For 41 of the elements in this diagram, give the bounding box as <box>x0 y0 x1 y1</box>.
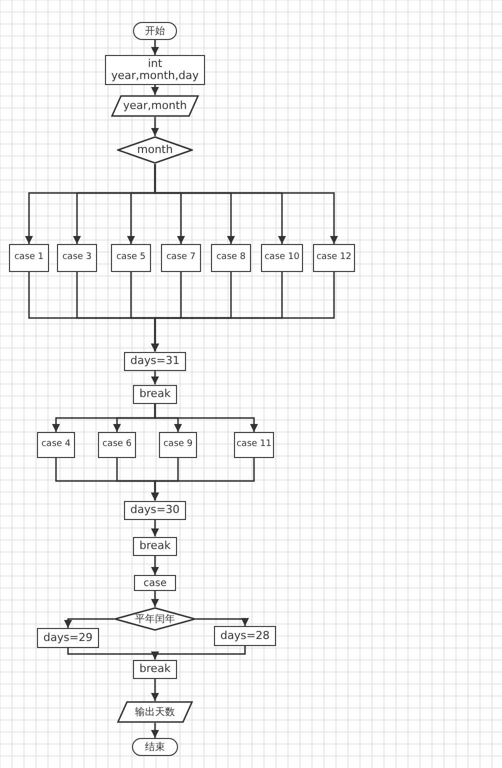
process-box: case 9 <box>159 432 197 458</box>
process-box: break <box>133 536 177 556</box>
process-box: case <box>134 575 176 591</box>
arrow <box>151 117 159 136</box>
arrow <box>151 678 159 701</box>
arrow <box>151 458 255 500</box>
process-box: case 11 <box>234 432 274 458</box>
terminal-box: 结束 <box>132 738 178 756</box>
arrow <box>151 556 159 575</box>
process-box: days=28 <box>214 626 276 646</box>
arrow <box>151 520 159 536</box>
process-box: case 6 <box>98 432 136 458</box>
process-box: days=29 <box>37 628 99 648</box>
node-label: 输出天数 <box>135 706 175 718</box>
process-box: case 10 <box>261 244 303 272</box>
process-box: case 3 <box>57 244 97 272</box>
process-box: case 12 <box>313 244 355 272</box>
process-box: case 7 <box>161 244 201 272</box>
process-box: case 5 <box>111 244 151 272</box>
process-box: break <box>133 384 177 404</box>
process-box: days=31 <box>124 352 186 370</box>
process-box: int year,month,day <box>105 55 205 85</box>
node-label: 平年闰年 <box>135 614 175 624</box>
node-label: month <box>137 144 173 156</box>
terminal-box: 开始 <box>133 22 177 40</box>
arrow <box>151 85 159 95</box>
arrow <box>64 618 114 628</box>
process-box: case 4 <box>37 432 75 458</box>
arrow <box>151 370 159 384</box>
process-box: break <box>133 660 177 678</box>
process-box: case 1 <box>9 244 49 272</box>
process-box: case 8 <box>211 244 251 272</box>
arrow <box>151 40 159 55</box>
arrow <box>151 723 159 738</box>
arrow <box>151 591 159 607</box>
arrow <box>196 618 249 626</box>
process-box: days=30 <box>124 500 186 520</box>
node-label: year,month <box>123 100 187 112</box>
arrow <box>151 272 335 352</box>
arrow <box>154 404 258 432</box>
arrow <box>151 646 246 660</box>
